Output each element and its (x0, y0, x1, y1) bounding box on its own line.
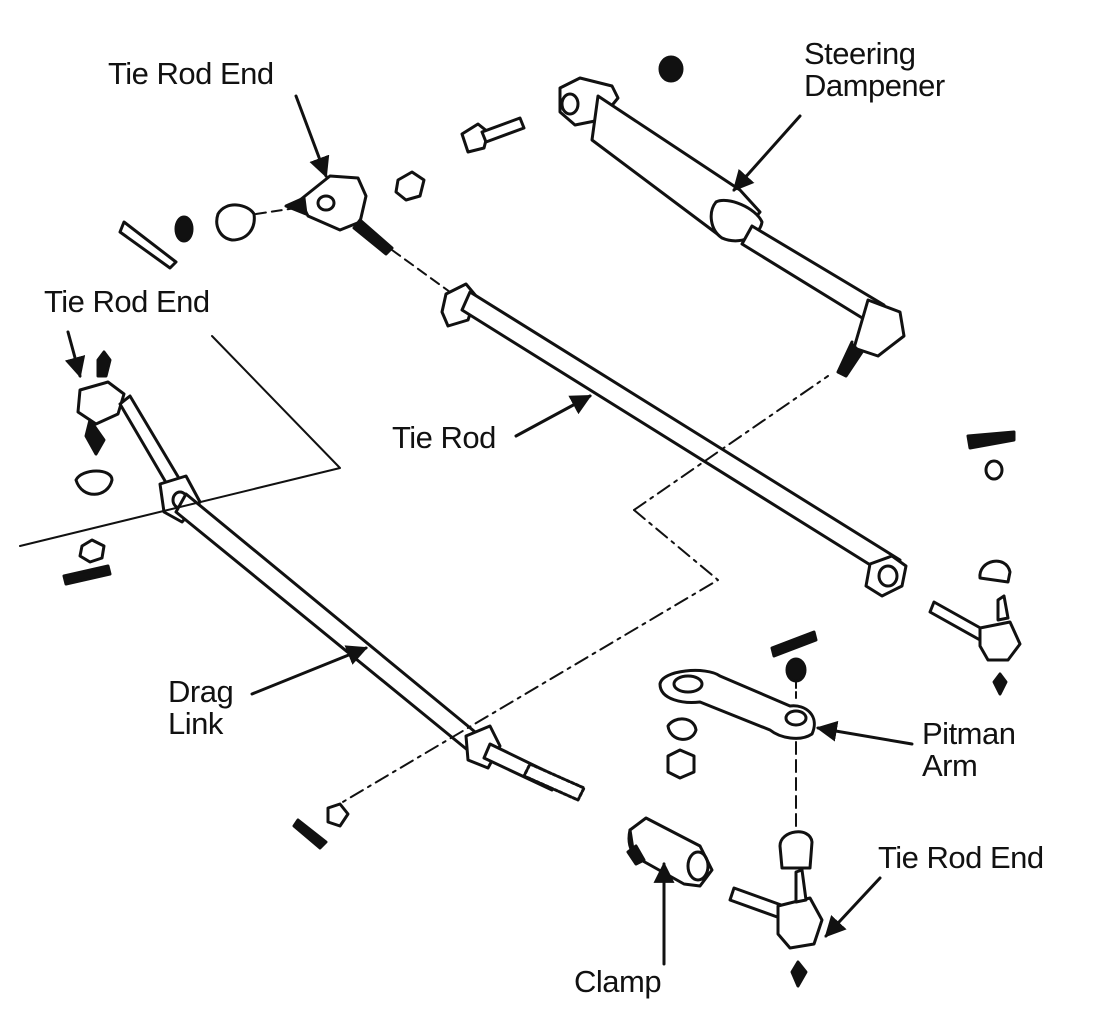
dust-boot-left (74, 469, 114, 496)
label-steering-dampener-line2: Dampener (804, 68, 945, 103)
dampener-bolt (460, 116, 526, 154)
cotter-pin-bottom (292, 818, 328, 850)
label-pitman-arm: Pitman Arm (922, 716, 1016, 783)
leader-pitman-arm (815, 720, 914, 746)
tie-rod-end-bottom (728, 830, 824, 988)
leader-drag-link (250, 645, 368, 696)
cotter-pin-left (62, 564, 112, 586)
label-tie-rod-end-left: Tie Rod End (44, 284, 210, 319)
nut-top (394, 170, 426, 202)
leader-steering-dampener (732, 114, 802, 192)
cotter-pin-top (118, 220, 178, 270)
label-drag-link-line2: Link (168, 706, 223, 741)
tie-rod-end-right (928, 430, 1022, 696)
pitman-arm (658, 630, 818, 827)
label-steering-dampener-line1: Steering (804, 36, 916, 71)
label-tie-rod: Tie Rod (392, 420, 496, 455)
tie-rod (440, 282, 908, 598)
leader-tie-rod-end-top (294, 94, 330, 178)
tie-rod-end-top (174, 174, 394, 256)
dampener-grommet (658, 55, 684, 83)
label-tie-rod-end-top: Tie Rod End (108, 56, 274, 91)
nut-bottom (326, 802, 350, 828)
steering-dampener (558, 76, 906, 378)
nut-left (78, 538, 106, 564)
label-pitman-arm-line1: Pitman (922, 716, 1016, 751)
label-tie-rod-end-bottom: Tie Rod End (878, 840, 1044, 875)
drag-link (76, 350, 586, 802)
leader-tie-rod-end-bottom (824, 876, 882, 938)
clamp (626, 816, 714, 888)
label-steering-dampener: Steering Dampener (804, 38, 945, 102)
label-clamp: Clamp (574, 964, 662, 999)
label-drag-link-line1: Drag (168, 674, 234, 709)
leader-tie-rod-end-left (64, 330, 86, 379)
leader-tie-rod (514, 394, 592, 438)
label-drag-link: Drag Link (168, 674, 234, 741)
label-pitman-arm-line2: Arm (922, 748, 978, 783)
